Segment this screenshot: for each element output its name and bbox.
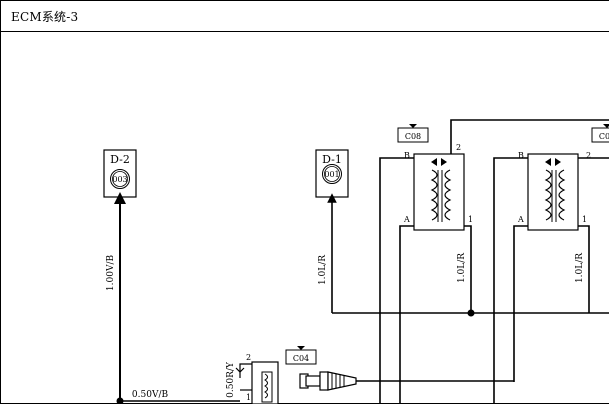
wire-label-w5: 0.50V/B bbox=[132, 390, 169, 400]
pin-2: 2 bbox=[586, 151, 591, 160]
connector-c09-label: C09 bbox=[599, 132, 609, 141]
node-d2-label: D-2 bbox=[110, 153, 130, 166]
pin-1: 1 bbox=[468, 215, 473, 224]
junction-dot bbox=[116, 397, 124, 404]
node-d2: D-2 003 bbox=[103, 149, 137, 198]
wire-d2: 1.00V/B 0.50V/B bbox=[106, 192, 240, 404]
pin-2: 2 bbox=[246, 353, 251, 362]
coil-c08: C08 B 2 A 1 1.0L/R bbox=[379, 119, 609, 404]
node-d1-number: 001 bbox=[324, 170, 339, 179]
node-d1: D-1 001 bbox=[315, 149, 349, 198]
pin-2: 2 bbox=[456, 143, 461, 152]
connector-c08-label: C08 bbox=[405, 132, 421, 141]
pin-b: B bbox=[404, 151, 410, 160]
node-d2-number: 003 bbox=[112, 175, 127, 184]
wire-label-w4: 1.0L/R bbox=[575, 253, 585, 283]
connector-c04-label: C04 bbox=[293, 354, 309, 363]
pin-b: B bbox=[518, 151, 524, 160]
coil-c09: C09 B 2 A 1 1.0L/R bbox=[493, 124, 609, 404]
title-bar: ECM系统-3 bbox=[1, 1, 609, 32]
pin-a: A bbox=[517, 215, 524, 224]
pin-1: 1 bbox=[582, 215, 587, 224]
wire-label-w6: 0.50R/Y bbox=[226, 361, 236, 398]
pin-1: 1 bbox=[246, 393, 251, 402]
diagram-title: ECM系统-3 bbox=[11, 10, 79, 24]
node-d1-label: D-1 bbox=[322, 153, 342, 166]
small-component: 2 1 0.50R/Y bbox=[226, 353, 279, 404]
pin-a: A bbox=[403, 215, 410, 224]
sensor-c04: C04 bbox=[285, 346, 514, 391]
wire-label-w1: 1.00V/B bbox=[106, 255, 116, 292]
wire-label-w3: 1.0L/R bbox=[457, 253, 467, 283]
wire-label-w2: 1.0L/R bbox=[318, 255, 328, 285]
